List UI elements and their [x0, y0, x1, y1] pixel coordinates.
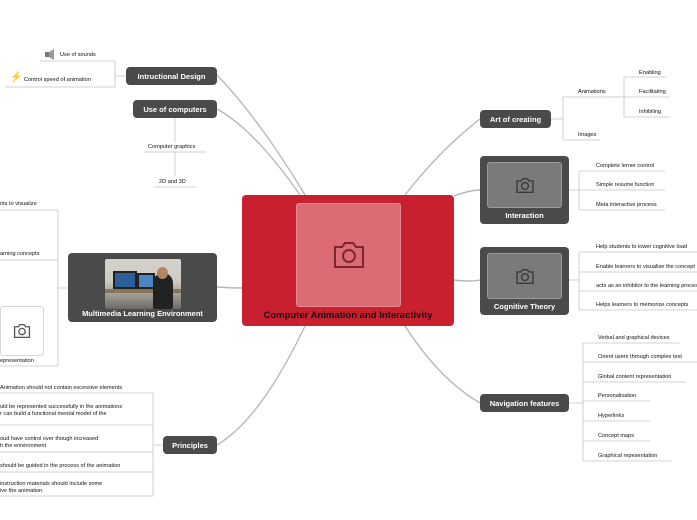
camera-icon	[333, 242, 364, 268]
leaf-personalisation[interactable]: Personalisation	[598, 393, 637, 399]
leaf-computer-graphics[interactable]: Computer graphics	[148, 144, 196, 150]
leaf-2d-3d[interactable]: 2D and 3D	[159, 179, 186, 185]
topic-label: Principles	[172, 440, 208, 450]
camera-icon	[515, 177, 534, 193]
topic-navigation-features[interactable]: Navigation features	[480, 394, 569, 412]
topic-use-of-computers[interactable]: Use of computers	[133, 100, 217, 118]
leaf-graphical-representation[interactable]: Graphical repesentation	[598, 453, 658, 459]
topic-label: Use of computers	[143, 104, 207, 114]
topic-cognitive-theory[interactable]: Cognitive Theory	[480, 247, 569, 315]
camera-icon	[515, 268, 534, 284]
leaf-learner-control[interactable]: Complete lerner control	[596, 163, 655, 169]
leaf-images[interactable]: Images	[578, 132, 597, 138]
lightning-icon: ⚡	[10, 72, 23, 83]
leaf-enabling[interactable]: Enabling	[639, 70, 661, 76]
leaf-principle-3[interactable]: oud have control over though increased h…	[0, 436, 99, 449]
leaf-principle-4[interactable]: should be guided in the process of the a…	[0, 463, 121, 469]
topic-label: Navigation features	[489, 398, 560, 408]
central-topic[interactable]: Computer Animation and Interactivity	[242, 195, 454, 326]
leaf-inhibitor[interactable]: acts as an inhibitor to the learning pro…	[596, 283, 697, 289]
topic-instructional-design[interactable]: Intructional Design	[126, 67, 217, 85]
leaf-principle-5[interactable]: instruction materials should include som…	[0, 481, 103, 494]
topic-label: Cognitive Theory	[493, 302, 556, 311]
topic-principles[interactable]: Principles	[163, 436, 217, 454]
topic-label: Multimedia Learning Environment	[82, 309, 203, 318]
leaf-visualize[interactable]: nts to visualize	[0, 201, 37, 207]
leaf-verbal-graphical[interactable]: Verbal and graphical devices	[598, 335, 670, 341]
leaf-principle-1[interactable]: Animation should not contain excessive e…	[0, 385, 123, 391]
leaf-inhibiling[interactable]: Inhibiling	[639, 109, 662, 115]
leaf-animations[interactable]: Animations	[578, 89, 606, 95]
leaf-visualise[interactable]: Enable learners to visualise the concept	[596, 264, 695, 270]
leaf-cognitive-load[interactable]: Help students to lower cognitive load	[596, 244, 688, 250]
leaf-concept-maps[interactable]: Concept maps	[598, 433, 635, 439]
leaf-image-placeholder	[0, 306, 44, 356]
leaf-orient-users[interactable]: Orient users through complex text	[598, 354, 682, 360]
leaf-learning-concepts[interactable]: arning concepts	[0, 251, 40, 257]
central-image-placeholder	[296, 203, 401, 307]
leaf-principle-2[interactable]: uld be represented successfully in the a…	[0, 404, 123, 417]
cognitive-image-placeholder	[487, 253, 562, 299]
leaf-control-speed[interactable]: Control speed of animation	[24, 77, 91, 83]
speaker-icon	[45, 49, 54, 60]
leaf-global-content[interactable]: Global content representation	[598, 374, 672, 380]
topic-label: Interaction	[505, 211, 544, 220]
leaf-resume-function[interactable]: Simple resume function	[596, 182, 655, 188]
leaf-representation[interactable]: epresentation	[0, 358, 34, 364]
topic-interaction[interactable]: Interaction	[480, 156, 569, 224]
central-title: Computer Animation and Interactivity	[263, 310, 433, 321]
topic-label: Intructional Design	[137, 71, 206, 81]
interaction-image-placeholder	[487, 162, 562, 208]
multimedia-photo	[105, 259, 181, 309]
topic-art-of-creating[interactable]: Art of creating	[480, 110, 551, 128]
leaf-facilitating[interactable]: Facilitating	[639, 89, 666, 95]
leaf-use-of-sounds[interactable]: Use of sounds	[60, 52, 96, 58]
leaf-memorize[interactable]: Helps learners to memorize concepts	[596, 302, 689, 308]
leaf-hyperlinks[interactable]: Hyperlinks	[598, 413, 625, 419]
topic-label: Art of creating	[489, 114, 542, 124]
leaf-meta-interactive[interactable]: Meta interactive process	[596, 202, 657, 208]
camera-icon	[13, 323, 31, 339]
